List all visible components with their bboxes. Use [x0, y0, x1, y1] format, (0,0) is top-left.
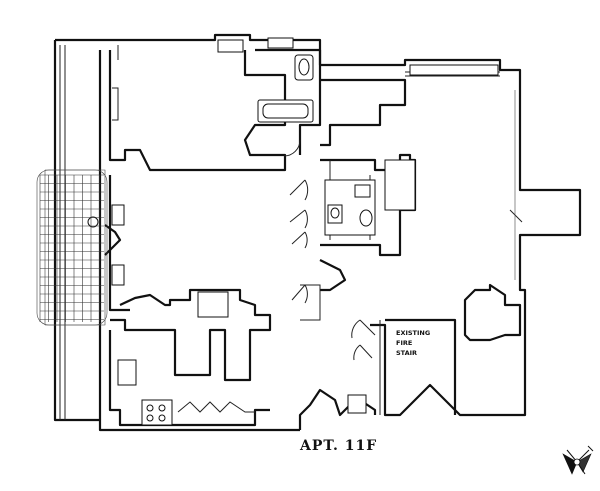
fireplace [87, 216, 122, 256]
fire-stair [379, 318, 457, 415]
fire-stair-label: EXISTING FIRE STAIR [396, 328, 442, 358]
stair-label-line-1: EXISTING [396, 329, 431, 337]
north-arrow-compass-icon [562, 445, 594, 475]
kitchen [108, 330, 270, 427]
stair-label-line-3: STAIR [396, 349, 418, 357]
living-dining-left [108, 175, 272, 382]
bathroom-top [255, 48, 322, 155]
apartment-title: APT. 11F [300, 438, 378, 454]
terrace-paving-grid [39, 174, 104, 322]
stair-label-line-2: FIRE [396, 339, 413, 347]
bathroom-center [324, 179, 376, 236]
foyer [298, 259, 377, 430]
bedroom-upper-left [108, 37, 294, 172]
terrace-outline [36, 169, 108, 326]
living-room-right [405, 64, 522, 342]
door-swings [283, 139, 523, 361]
